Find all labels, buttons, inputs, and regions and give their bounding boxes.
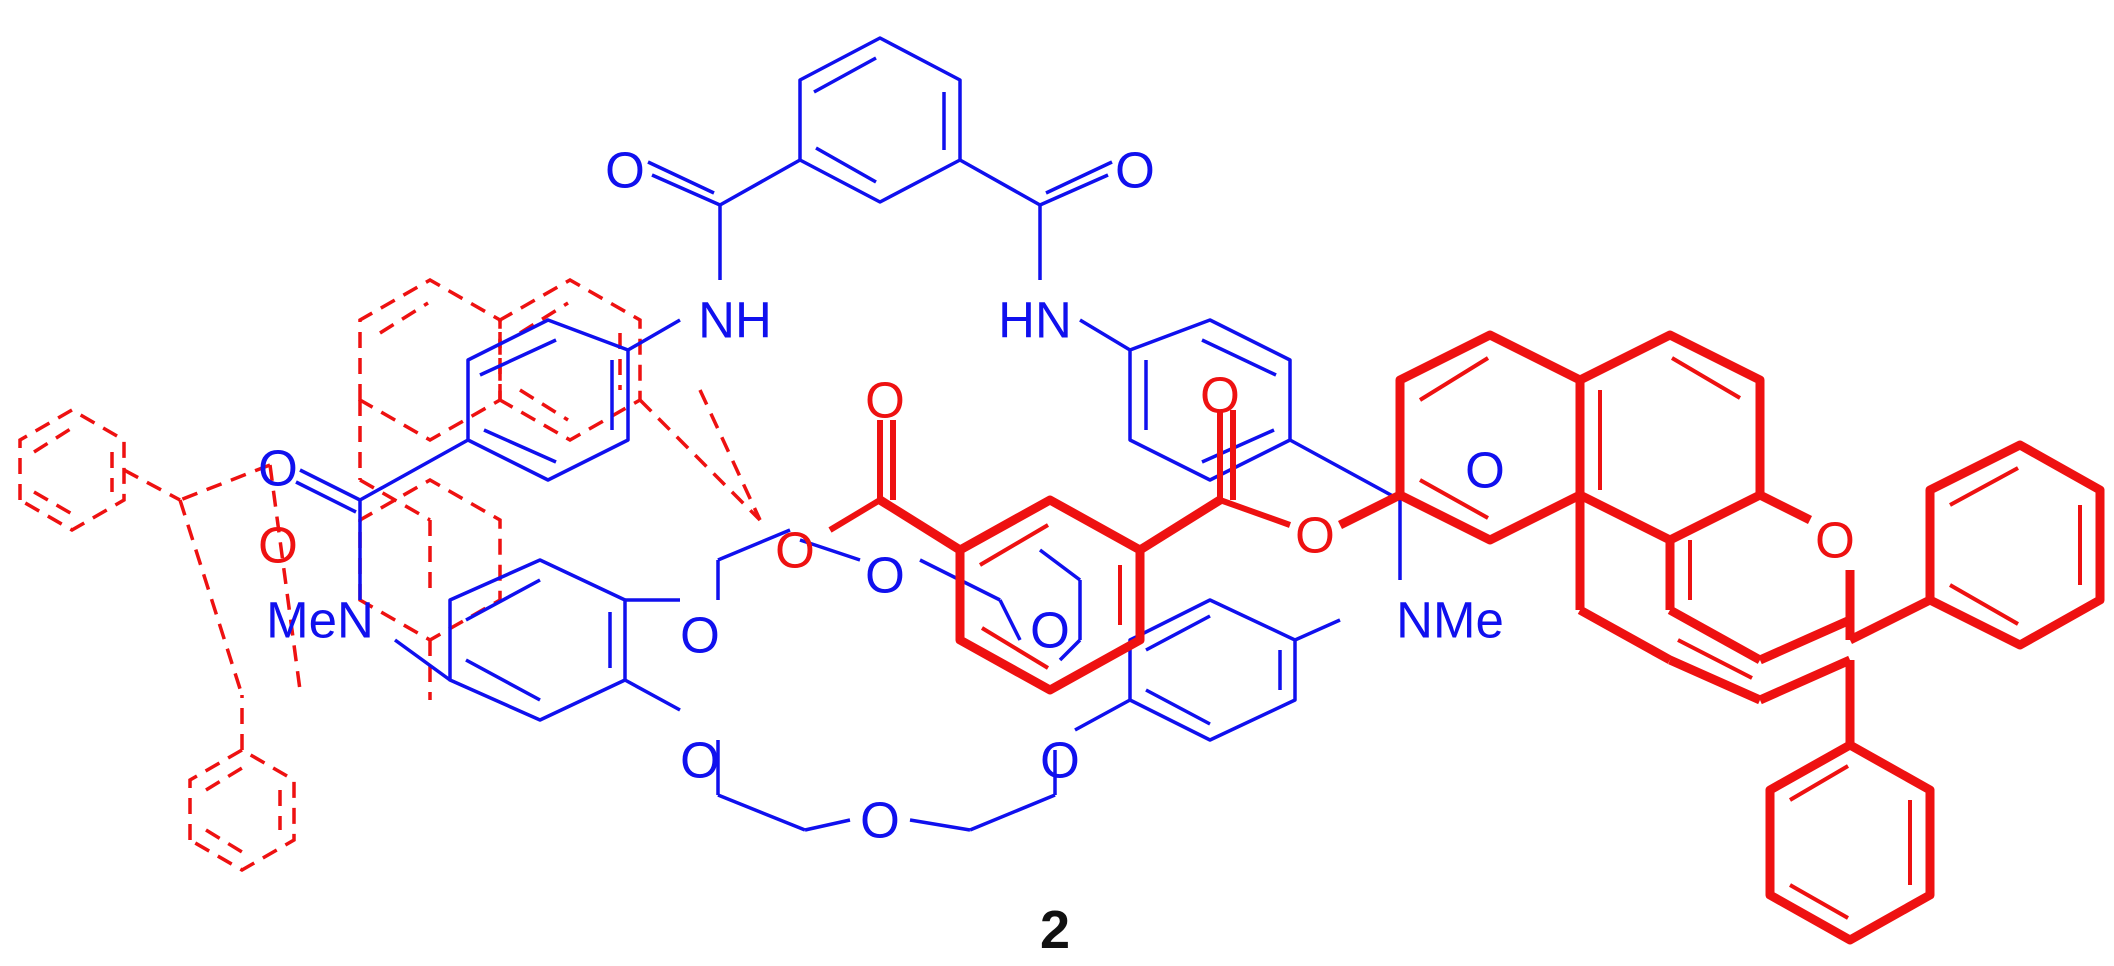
atom-o-crown-2: O	[1030, 602, 1070, 659]
atom-o-amide-right: O	[1115, 142, 1155, 199]
naphthyl-ring-right	[1575, 330, 1765, 545]
atom-o-crown-6: O	[1040, 732, 1080, 789]
atom-o-right-ring: O	[1465, 442, 1505, 499]
atom-o-crown-3: O	[680, 607, 720, 664]
atom-men-left: MeN	[266, 592, 374, 649]
phenyl-bottom	[1765, 740, 1935, 945]
atom-labels: O O NH HN O O MeN O O O O O O O O O O O …	[258, 142, 1855, 849]
axle	[828, 330, 2105, 945]
catechol-ring	[448, 558, 627, 722]
dashed-naphthyl-ring-2	[498, 277, 642, 443]
isophthaloyl-benzene	[798, 36, 962, 204]
atom-o-crown-1: O	[865, 547, 905, 604]
axle-central-benzene	[955, 495, 1145, 695]
atom-nh-left: NH	[698, 292, 772, 349]
atom-o-ester-link-left: O	[775, 522, 815, 579]
naphthyl-ring-left	[1395, 330, 1585, 545]
atom-o-crown-4: O	[680, 732, 720, 789]
dashed-phenyl-bottom	[188, 747, 296, 873]
atom-o-amide-left: O	[605, 142, 645, 199]
dashed-naphthyl-ring-1	[358, 277, 502, 443]
left-stopper-dashed	[18, 277, 762, 873]
atom-hn-right: HN	[998, 292, 1072, 349]
atom-o-ester-link-right: O	[1295, 507, 1335, 564]
atom-o-carbonyl-blue-left: O	[258, 440, 298, 497]
phenyl-right	[1925, 440, 2105, 650]
atom-o-crown-5: O	[860, 792, 900, 849]
atom-o-carbonyl-red-left: O	[258, 517, 298, 574]
macrocycle	[295, 36, 1402, 832]
atom-o-ester-top-left: O	[865, 372, 905, 429]
atom-o-pyran: O	[1815, 512, 1855, 569]
atom-nme-right: NMe	[1396, 592, 1504, 649]
hydroquinone-ring	[1128, 598, 1297, 742]
compound-number: 2	[1040, 900, 1070, 960]
dashed-phenyl-left	[18, 407, 126, 533]
atom-o-ester-top-right: O	[1200, 367, 1240, 424]
